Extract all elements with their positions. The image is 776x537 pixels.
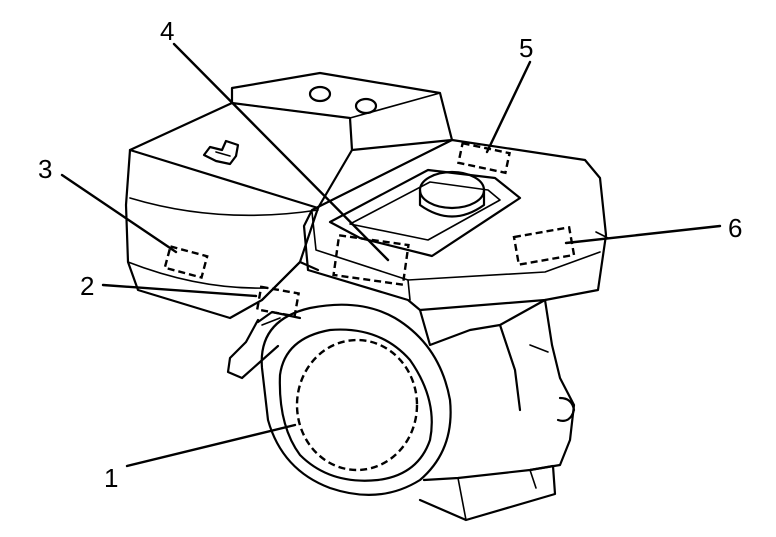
label-5-area <box>457 141 511 175</box>
callout-2: 2 <box>80 271 94 301</box>
label-4-area <box>332 233 410 287</box>
starter-drum <box>260 303 452 496</box>
callout-6: 6 <box>728 213 742 243</box>
callout-5: 5 <box>519 33 533 63</box>
label-1-area <box>295 338 419 472</box>
label-3-area <box>163 244 209 280</box>
leader-line-1 <box>125 423 297 468</box>
leader-line-6 <box>564 224 722 245</box>
fuel-cap-icon <box>418 170 486 218</box>
callout-1: 1 <box>104 463 118 493</box>
leader-line-2 <box>101 283 258 298</box>
fuel-tank <box>230 71 454 152</box>
wing-nut-icon <box>202 139 240 166</box>
choke-lever <box>226 317 281 380</box>
callout-3: 3 <box>38 154 52 184</box>
recoil-cover <box>302 138 609 312</box>
leader-line-4 <box>172 42 390 262</box>
leader-line-5 <box>485 60 532 154</box>
leader-line-3 <box>60 173 178 254</box>
engine-block <box>256 260 576 522</box>
label-2-area <box>255 285 301 318</box>
air-cleaner-housing <box>124 101 354 320</box>
label-6-area <box>512 225 576 267</box>
callout-4: 4 <box>160 16 174 46</box>
